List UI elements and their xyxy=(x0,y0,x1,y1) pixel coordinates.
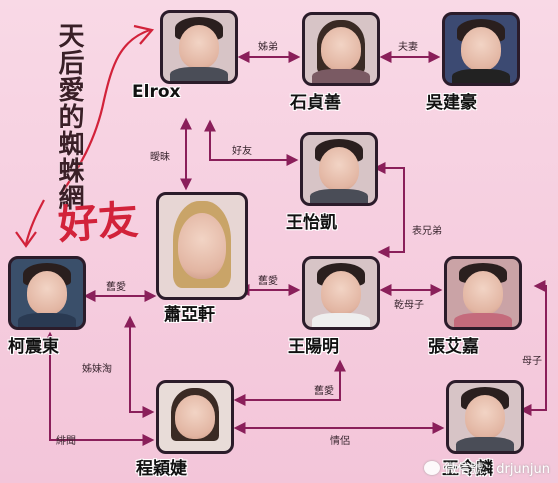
portrait-shi xyxy=(302,12,380,86)
relation-label: 表兄弟 xyxy=(412,226,442,237)
watermark: 微信號：drjunjun xyxy=(424,458,550,477)
line-rumor xyxy=(44,331,155,446)
person-name: 程穎婕 xyxy=(136,459,187,479)
relation-label: 好友 xyxy=(232,146,252,157)
portrait-cheng xyxy=(156,380,234,454)
relation-label: 舊愛 xyxy=(106,282,126,293)
watermark-text: 微信號：drjunjun xyxy=(444,462,550,477)
person-name: 張艾嘉 xyxy=(428,337,479,357)
portrait-wanglingli xyxy=(446,380,524,454)
portrait-xiao xyxy=(156,192,248,300)
line-elrox-wangyikai xyxy=(204,119,299,166)
portrait-wu xyxy=(442,12,520,86)
portrait-elrox xyxy=(160,10,238,84)
relation-label: 母子 xyxy=(522,356,542,367)
portrait-wangyikai xyxy=(300,132,378,206)
line-wangyangming-cheng xyxy=(233,359,346,406)
person-name: 柯震東 xyxy=(8,337,59,357)
line-cousin xyxy=(373,162,405,258)
relation-label: 夫妻 xyxy=(398,42,418,53)
relation-label: 乾母子 xyxy=(394,300,424,311)
diagram-title: 天后愛的蜘蛛網 xyxy=(54,22,84,211)
line-mother-son xyxy=(519,280,547,416)
wechat-icon xyxy=(424,460,441,475)
person-name: 王令麟 xyxy=(442,459,493,479)
portrait-zhang xyxy=(444,256,522,330)
relation-label: 緋聞 xyxy=(56,436,76,447)
relation-label: 舊愛 xyxy=(314,386,334,397)
relation-label: 曖昧 xyxy=(150,152,170,163)
handwritten-annotation: 好友 xyxy=(56,196,140,249)
relation-label: 姊弟 xyxy=(258,42,278,53)
person-name: 蕭亞軒 xyxy=(164,305,215,325)
relation-label: 情侶 xyxy=(330,436,350,447)
relation-label: 姊妹淘 xyxy=(82,364,112,375)
person-name: 王怡凱 xyxy=(286,213,337,233)
portrait-wangyangming xyxy=(302,256,380,330)
person-name: 王陽明 xyxy=(288,337,339,357)
person-name: Elrox xyxy=(132,82,181,102)
person-name: 石貞善 xyxy=(290,93,341,113)
line-sister-friends xyxy=(124,315,155,418)
portrait-ke xyxy=(8,256,86,330)
person-name: 吳建豪 xyxy=(426,93,477,113)
relation-label: 舊愛 xyxy=(258,276,278,287)
hand-arrow xyxy=(15,24,155,248)
